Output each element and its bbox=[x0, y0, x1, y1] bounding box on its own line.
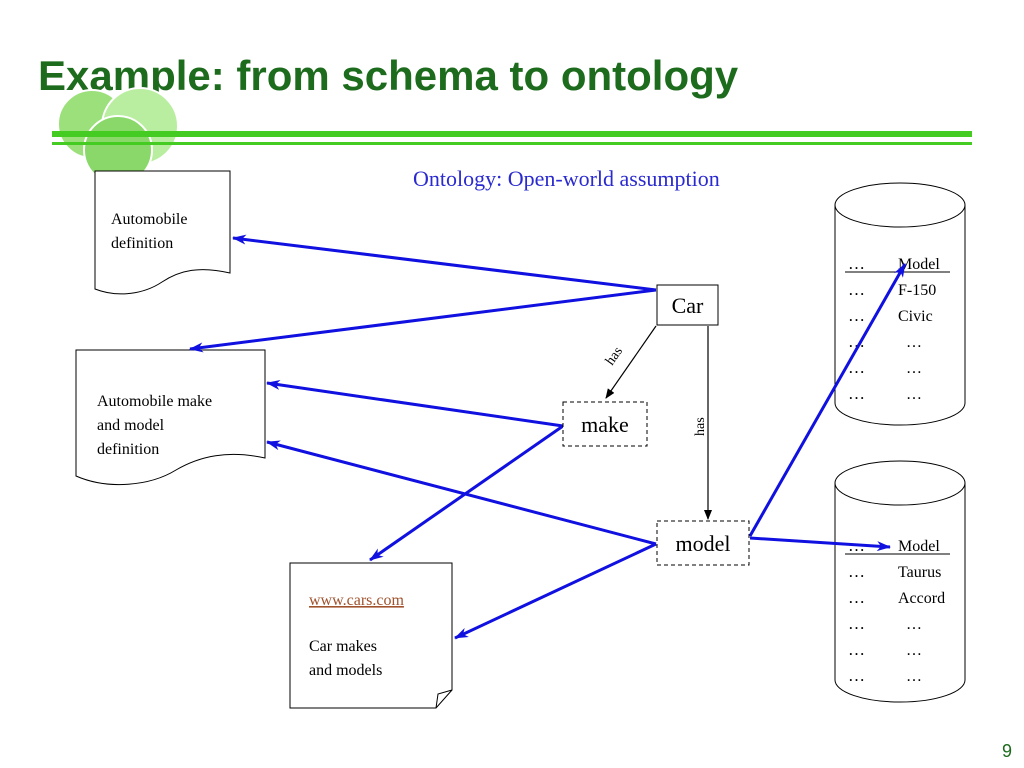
arrow-model-db2 bbox=[749, 536, 891, 552]
page-number: 9 bbox=[1001, 741, 1012, 761]
arrow-model-db1 bbox=[748, 263, 907, 537]
subtitle: Ontology: Open-world assumption bbox=[413, 166, 720, 191]
doc-line: Car makes bbox=[309, 638, 377, 655]
doc-line: and model bbox=[97, 417, 165, 434]
db-row-dots: … bbox=[848, 666, 865, 685]
db-row-dots: … bbox=[848, 358, 865, 377]
db-row-dots: … bbox=[848, 254, 865, 273]
doc-cars-site: www.cars.com Car makes and models bbox=[289, 562, 453, 709]
doc-line: definition bbox=[97, 441, 159, 458]
node-label: Car bbox=[672, 293, 704, 318]
database-cylinder-1: … Model … F-150 … Civic … … … … … … bbox=[834, 182, 966, 426]
db-row-dots: … bbox=[848, 588, 865, 607]
node-label: model bbox=[676, 531, 731, 556]
doc-make-model-definition: Automobile make and model definition bbox=[75, 349, 266, 485]
node-label: make bbox=[581, 412, 629, 437]
doc-line: and models bbox=[309, 662, 382, 679]
db1-rows: … Model … F-150 … Civic … … … … … … bbox=[848, 254, 940, 403]
edge-label-has-make: has bbox=[603, 344, 626, 368]
db-row-value: Taurus bbox=[898, 564, 941, 581]
db-row-value: Model bbox=[898, 538, 940, 555]
mapping-arrows bbox=[189, 234, 907, 640]
arrow-make-make-model-def bbox=[266, 379, 564, 428]
db-row-value: … bbox=[906, 616, 922, 633]
arrow-model-make-model-def bbox=[266, 440, 657, 546]
node-model: model bbox=[656, 520, 750, 566]
doc-line: definition bbox=[111, 235, 173, 252]
title-rule bbox=[52, 131, 972, 137]
arrow-model-cars-site bbox=[454, 542, 657, 640]
db-row-dots: … bbox=[848, 562, 865, 581]
db-row-dots: … bbox=[848, 306, 865, 325]
edge-label-has-model: has bbox=[693, 417, 708, 436]
db-row-value: … bbox=[906, 386, 922, 403]
db-row-value: … bbox=[906, 668, 922, 685]
db-row-value: … bbox=[906, 360, 922, 377]
db-row-value: … bbox=[906, 642, 922, 659]
arrow-car-make-model-def bbox=[189, 288, 657, 353]
db-row-value: Civic bbox=[898, 308, 933, 325]
arrow-car-automobile-def bbox=[232, 234, 657, 292]
db-row-value: Accord bbox=[898, 590, 945, 607]
db-row-value: F-150 bbox=[898, 282, 936, 299]
cars-site-link[interactable]: www.cars.com bbox=[309, 592, 404, 609]
db-row-value: Model bbox=[898, 256, 940, 273]
title-rule-thin bbox=[52, 142, 972, 145]
db-row-dots: … bbox=[848, 614, 865, 633]
db-row-value: … bbox=[906, 334, 922, 351]
db-row-dots: … bbox=[848, 332, 865, 351]
doc-line: Automobile bbox=[111, 211, 187, 228]
db-row-dots: … bbox=[848, 384, 865, 403]
doc-line: Automobile make bbox=[97, 393, 212, 410]
edge-car-make bbox=[605, 325, 657, 399]
database-cylinder-2: …Model…Taurus…Accord……………… bbox=[834, 460, 966, 703]
doc-automobile-definition: Automobile definition bbox=[94, 170, 231, 295]
db-row-dots: … bbox=[848, 640, 865, 659]
db2-rows: …Model…Taurus…Accord……………… bbox=[848, 536, 945, 685]
node-car: Car bbox=[656, 284, 719, 326]
db-row-dots: … bbox=[848, 280, 865, 299]
node-make: make bbox=[562, 401, 648, 447]
